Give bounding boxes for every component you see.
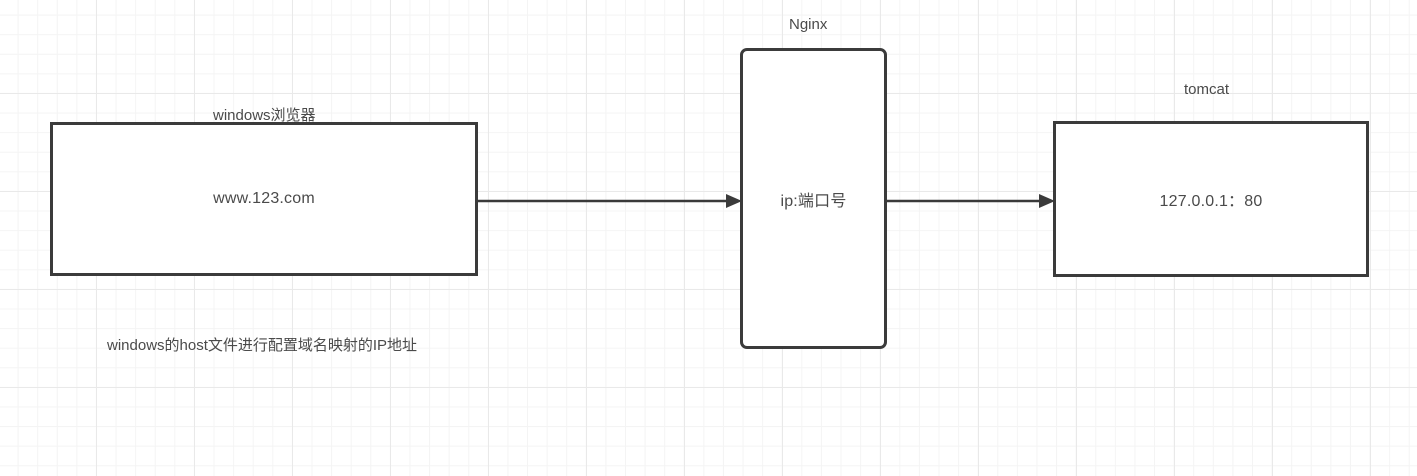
- node-label-browser: windows浏览器: [213, 107, 316, 124]
- node-browser[interactable]: www.123.com: [50, 122, 478, 276]
- annotation-host-note: windows的host文件进行配置域名映射的IP地址: [107, 337, 418, 354]
- node-nginx-text: ip:端口号: [780, 192, 847, 210]
- node-browser-text: www.123.com: [213, 190, 315, 207]
- node-nginx[interactable]: ip:端口号: [740, 48, 887, 349]
- edge-browser-to-nginx[interactable]: [477, 189, 742, 213]
- node-tomcat[interactable]: 127.0.0.1：80: [1053, 121, 1369, 277]
- node-tomcat-text: 127.0.0.1：80: [1159, 193, 1263, 210]
- edge-nginx-to-tomcat[interactable]: [886, 189, 1055, 213]
- node-label-nginx: Nginx: [789, 16, 828, 33]
- node-label-tomcat: tomcat: [1184, 81, 1230, 98]
